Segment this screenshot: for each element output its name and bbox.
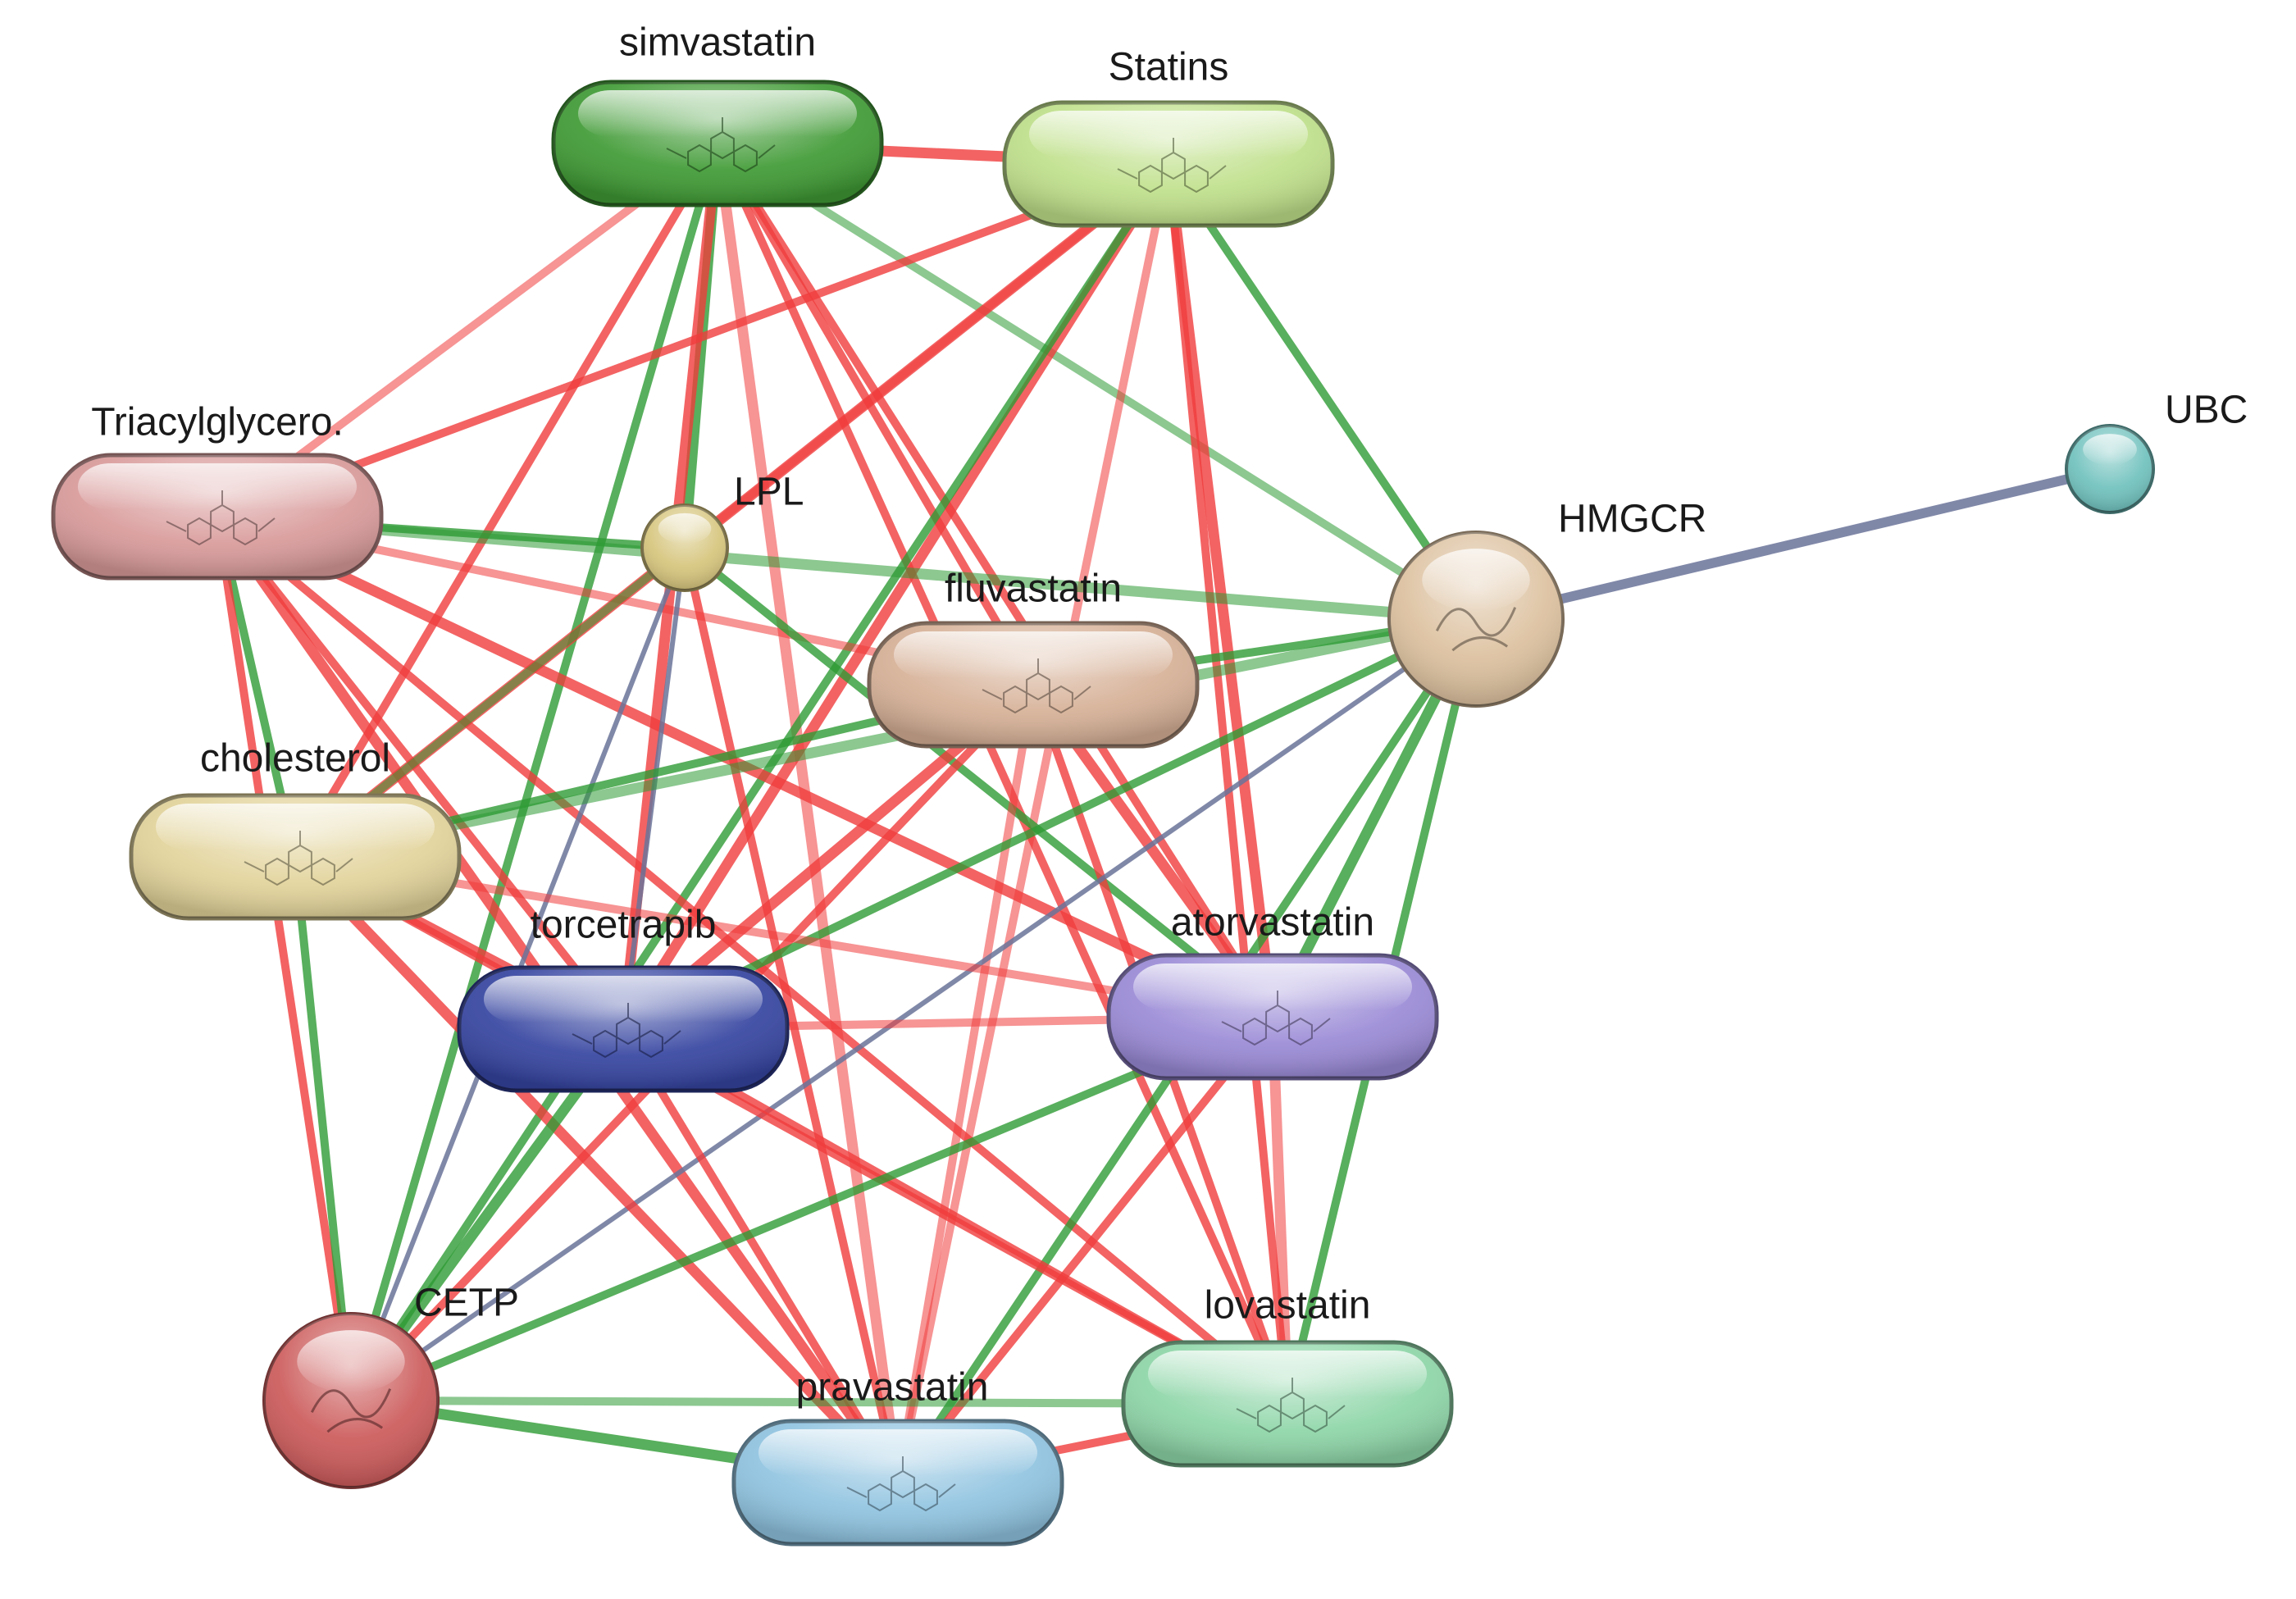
edge-hmgcr-torcetrapib (619, 615, 1480, 1033)
node-label: pravastatin (796, 1366, 989, 1410)
node-pravastatin[interactable]: pravastatin (731, 1366, 1064, 1547)
edge-statins-cetp (347, 160, 1173, 1405)
node-hmgcr[interactable]: HMGCR (1387, 498, 1706, 708)
node-label: CETP (414, 1282, 519, 1325)
node-highlight (156, 804, 435, 850)
protein-structure-icon (310, 1388, 392, 1433)
node-label: lovastatin (1205, 1284, 1371, 1328)
node-triacylglycerol[interactable]: Triacylglycero. (51, 401, 384, 581)
node-highlight (484, 976, 763, 1023)
edge-statins-lovastatin (1164, 160, 1292, 1408)
edge-fluvastatin-pravastatin (894, 681, 1037, 1487)
node-highlight (578, 90, 857, 137)
molecule-structure-icon (1117, 138, 1227, 194)
node-label: torcetrapib (531, 904, 717, 947)
edge-triacylglycerol-cetp (213, 512, 355, 1405)
edge-lpl-pravastatin (681, 544, 902, 1487)
edge-cholesterol-pravastatin (289, 851, 904, 1488)
node-cetp[interactable]: CETP (262, 1282, 519, 1489)
edge-triacylglycerol-lovastatin (213, 512, 1292, 1408)
node-highlight (1148, 1351, 1427, 1397)
node-lovastatin[interactable]: lovastatin (1121, 1284, 1454, 1468)
protein-structure-icon (1435, 607, 1517, 652)
node-label: Statins (1109, 46, 1229, 89)
node-lpl[interactable]: LPL (640, 471, 804, 592)
edge-hmgcr-cholesterol (289, 613, 1482, 863)
edge-torcetrapib-pravastatin (619, 1025, 902, 1487)
node-highlight (758, 1429, 1037, 1476)
node-simvastatin[interactable]: simvastatin (551, 21, 884, 207)
node-label: atorvastatin (1171, 901, 1374, 945)
molecule-structure-icon (244, 831, 353, 886)
edge-atorvastatin-lovastatin (1267, 1011, 1293, 1410)
edge-hmgcr-ubc (1471, 464, 2115, 624)
node-label: HMGCR (1558, 498, 1706, 541)
node-fluvastatin[interactable]: fluvastatin (867, 567, 1200, 749)
edge-cholesterol-cetp (291, 853, 355, 1405)
molecule-structure-icon (846, 1456, 956, 1512)
node-highlight (297, 1330, 405, 1393)
edge-statins-hmgcr (1164, 160, 1480, 623)
node-highlight (1029, 111, 1308, 157)
molecule-structure-icon (666, 117, 776, 173)
node-statins[interactable]: Statins (1002, 46, 1335, 228)
node-label: cholesterol (200, 737, 390, 781)
edge-simvastatin-cholesterol (291, 139, 722, 861)
node-torcetrapib[interactable]: torcetrapib (457, 904, 790, 1093)
edge-lpl-atorvastatin (681, 544, 1277, 1021)
node-label: UBC (2165, 389, 2248, 432)
edge-atorvastatin-cetp (347, 1013, 1277, 1405)
edge-simvastatin-pravastatin (712, 138, 904, 1488)
node-cholesterol[interactable]: cholesterol (129, 737, 462, 921)
edge-cholesterol-atorvastatin (291, 853, 1277, 1021)
molecule-structure-icon (572, 1003, 681, 1059)
node-highlight (1133, 963, 1412, 1010)
node-highlight (2083, 434, 2137, 466)
node-highlight (1422, 549, 1530, 612)
molecule-structure-icon (1236, 1378, 1346, 1433)
node-label: fluvastatin (945, 567, 1122, 611)
molecule-structure-icon (1221, 991, 1331, 1046)
edge-statins-lpl (681, 160, 1173, 552)
edge-simvastatin-lovastatin (713, 139, 1292, 1408)
node-label: LPL (734, 471, 804, 514)
edge-simvastatin-hmgcr (713, 139, 1480, 623)
node-highlight (658, 512, 712, 544)
node-highlight (78, 463, 357, 510)
node-ubc[interactable]: UBC (2065, 389, 2248, 514)
molecule-structure-icon (982, 658, 1091, 714)
edge-triacylglycerol-hmgcr (212, 511, 1482, 625)
node-highlight (894, 631, 1173, 678)
node-label: Triacylglycero. (91, 401, 344, 444)
node-label: simvastatin (619, 21, 816, 65)
edge-hmgcr-cetp (348, 617, 1478, 1403)
edge-statins-triacylglycerol (213, 160, 1173, 521)
edge-triacylglycerol-torcetrapib (213, 512, 627, 1033)
node-atorvastatin[interactable]: atorvastatin (1106, 901, 1439, 1081)
molecule-structure-icon (166, 490, 276, 546)
